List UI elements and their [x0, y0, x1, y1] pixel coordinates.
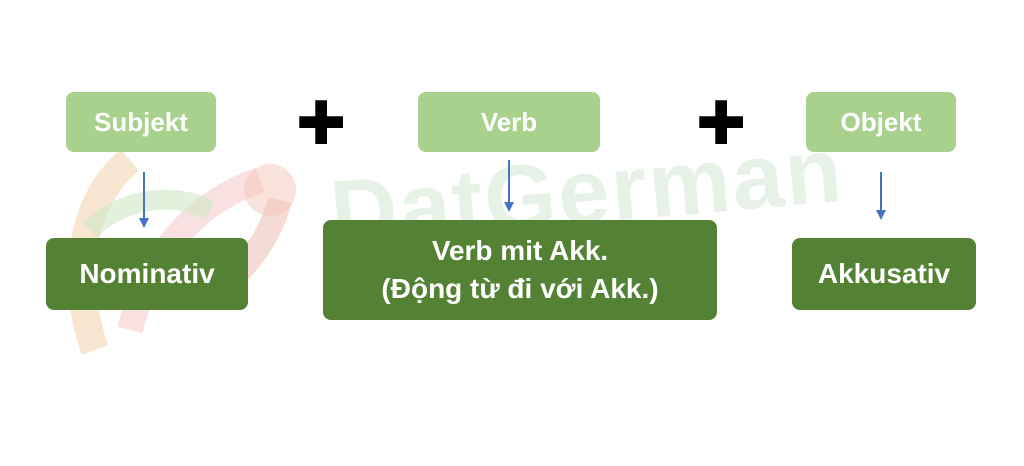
verb-case-line1: Verb mit Akk. [431, 235, 609, 266]
object-label: Objekt [840, 106, 922, 137]
plus-icon-1: ✚ [296, 89, 347, 159]
nominativ-box: Nominativ [46, 238, 248, 310]
akkusativ-box: Akkusativ [792, 238, 976, 310]
verb-case-line2: (Động từ đi với Akk.) [381, 273, 659, 304]
akkusativ-label: Akkusativ [817, 258, 951, 289]
verb-case-box: Verb mit Akk. (Động từ đi với Akk.) [323, 220, 717, 320]
object-box: Objekt [806, 92, 956, 152]
subject-label: Subjekt [94, 106, 188, 137]
verb-box: Verb [418, 92, 600, 152]
arrow-down-icon-object [876, 172, 886, 220]
verb-label: Verb [480, 106, 538, 137]
nominativ-label: Nominativ [79, 258, 215, 289]
arrow-down-icon-verb [504, 160, 514, 212]
plus-icon-2: ✚ [696, 89, 747, 159]
arrow-down-icon-subject [139, 172, 149, 228]
subject-box: Subjekt [66, 92, 216, 152]
